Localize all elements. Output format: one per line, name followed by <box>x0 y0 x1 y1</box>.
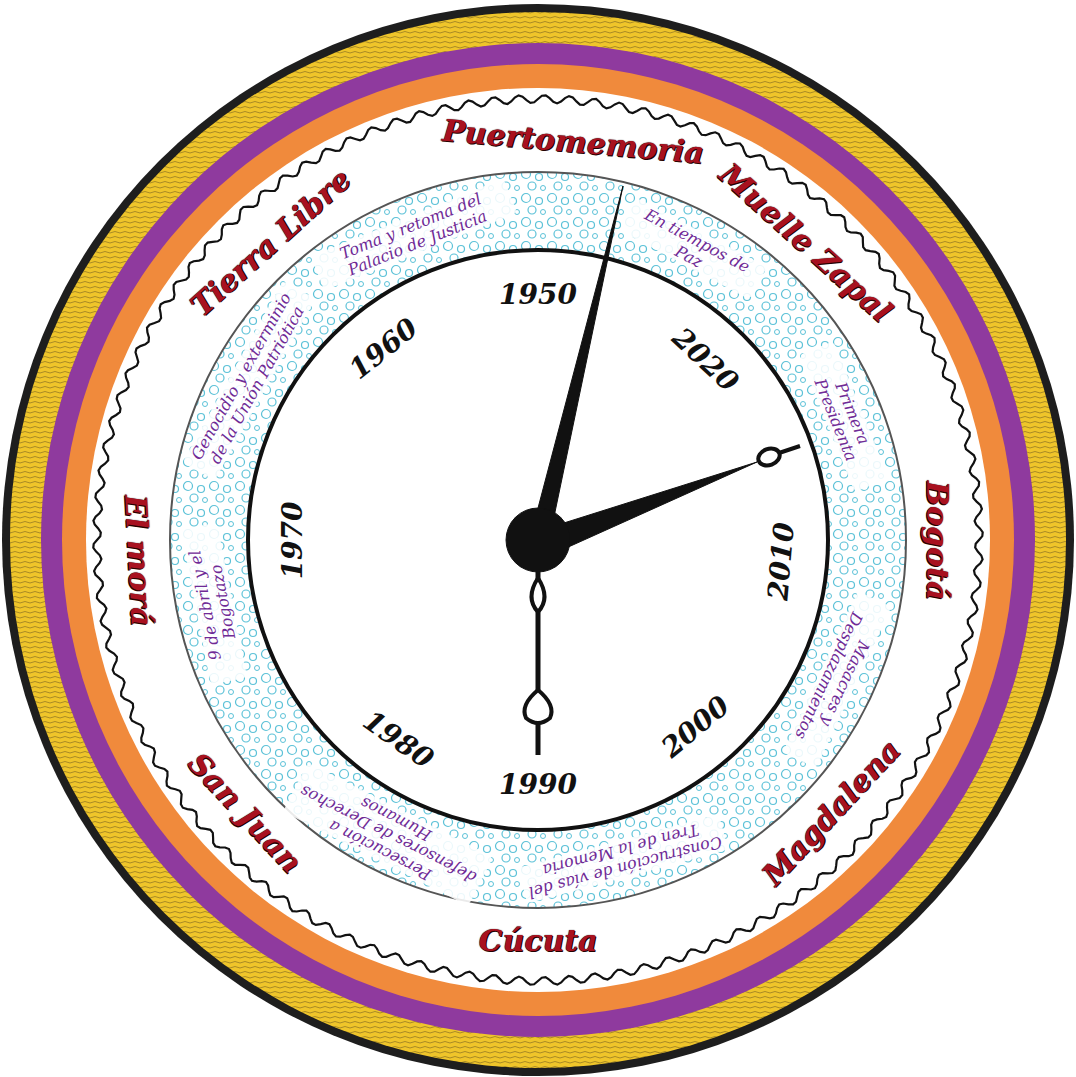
short-hand <box>548 462 757 553</box>
event-label: Persecución a defensores de Derechos Hum… <box>283 762 493 905</box>
yellow-band <box>10 12 1066 1068</box>
year-label: 1960 <box>344 313 424 386</box>
pendulum-drop <box>532 578 545 612</box>
year-label: 1970 <box>278 501 309 579</box>
place-name: Tierra Libre <box>184 163 357 323</box>
year-label: 1950 <box>499 280 577 311</box>
white-band <box>86 88 990 992</box>
outer-rim <box>2 4 1074 1076</box>
bubble-ring <box>170 172 906 908</box>
event-label: Primera Presidenta <box>799 341 889 492</box>
event-label: Construcción de vías del Tren de la Memo… <box>518 814 729 904</box>
place-name: Muelle Zapal <box>713 157 898 328</box>
wavy-line <box>93 95 982 984</box>
place-name: Cúcuta <box>479 924 598 957</box>
long-hand <box>528 186 623 546</box>
clock-face <box>248 250 828 830</box>
place-name: El morá <box>118 494 158 627</box>
place-name: Magdalena <box>755 734 906 892</box>
event-label: 9 de abril y el Bogotazo <box>181 522 248 684</box>
short-hand-tip <box>779 446 800 453</box>
place-name: Bogotá <box>921 480 954 600</box>
year-label: 2010 <box>763 521 800 601</box>
orange-band <box>62 64 1014 1016</box>
pendulum-bob <box>525 690 552 723</box>
short-hand-loop <box>756 446 782 469</box>
hub <box>506 508 570 572</box>
clock-hands <box>506 186 800 755</box>
year-label: 1980 <box>357 706 439 776</box>
year-label: 2020 <box>666 323 744 399</box>
event-label: En tiempos de Paz <box>619 198 767 300</box>
year-label: 1990 <box>499 770 577 801</box>
purple-band <box>41 43 1035 1037</box>
year-label: 2000 <box>656 691 735 765</box>
place-name: Puertomemoria <box>441 114 705 170</box>
